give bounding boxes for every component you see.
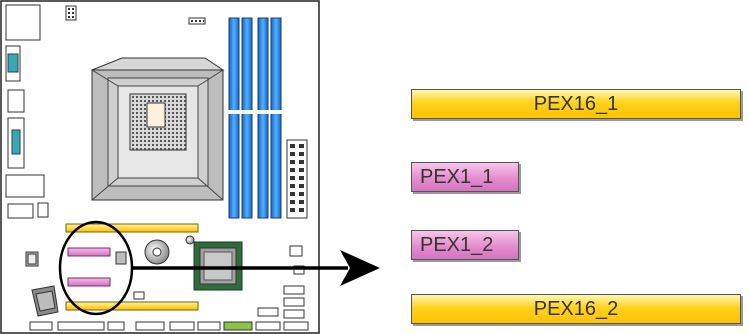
top-connectors bbox=[37, 5, 206, 218]
pointer-arrow bbox=[132, 250, 380, 286]
bottom-headers bbox=[29, 285, 309, 331]
dimm-slots bbox=[228, 17, 282, 219]
board-pex1-1-slot bbox=[67, 247, 111, 257]
board-pex1-2-slot bbox=[67, 277, 111, 287]
pex1-2-label: PEX1_2 bbox=[411, 230, 519, 260]
rear-io-panel bbox=[5, 4, 45, 219]
pex1-1-label: PEX1_1 bbox=[411, 162, 519, 192]
board-pex16-1-slot bbox=[65, 223, 199, 233]
pex16-1-label: PEX16_1 bbox=[411, 89, 741, 119]
cpu-socket bbox=[91, 57, 225, 201]
pex16-2-label: PEX16_2 bbox=[411, 294, 741, 324]
chipset bbox=[193, 241, 243, 291]
board-pex16-2-slot bbox=[65, 301, 199, 311]
atx-power-connector bbox=[286, 139, 308, 219]
small-components bbox=[25, 235, 305, 317]
